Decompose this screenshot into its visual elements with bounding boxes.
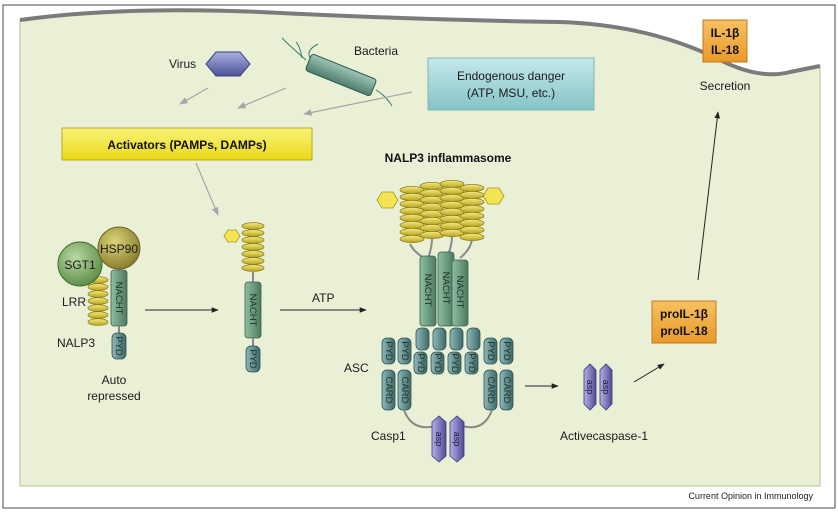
bacteria-icon bbox=[281, 37, 393, 107]
sgt1-chaperone bbox=[57, 241, 103, 287]
virus-icon bbox=[205, 51, 251, 77]
active-caspase-asp-1 bbox=[583, 363, 597, 411]
inflammasome-nacht-label-1: NACHT bbox=[422, 274, 433, 307]
inflammasome-nacht-label-2: NACHT bbox=[440, 272, 451, 305]
inflammasome-nalp3-pyd-2 bbox=[432, 327, 447, 351]
endogenous-danger-box bbox=[427, 57, 595, 111]
asc-card-label-2: CARD bbox=[399, 377, 410, 404]
casp1-asp-domain-2 bbox=[449, 415, 465, 463]
inflammasome-nacht-label-3: NACHT bbox=[454, 276, 465, 309]
mature-cytokines-box bbox=[702, 19, 748, 63]
active-nalp3-pyd-domain bbox=[245, 345, 261, 373]
asc-pyd-label-1: PYD bbox=[383, 341, 394, 361]
asc-pyd-4 bbox=[430, 351, 445, 375]
asc-label: ASC bbox=[344, 361, 369, 375]
bacteria-label: Bacteria bbox=[354, 44, 398, 58]
endogenous-danger-title: Endogenous danger bbox=[457, 69, 565, 83]
inflammasome-linkers bbox=[409, 235, 473, 259]
casp1-label: Casp1 bbox=[371, 429, 406, 443]
asc-pyd-8 bbox=[499, 337, 514, 365]
inflammasome-lrr-cluster bbox=[399, 179, 485, 243]
inflammasome-nacht-1 bbox=[419, 255, 437, 327]
nalp3-inflammasome-title: NALP3 inflammasome bbox=[385, 151, 512, 165]
nalp3-nacht-label: NACHT bbox=[113, 282, 124, 315]
inflammasome-nalp3-pyd-4 bbox=[466, 327, 481, 351]
activators-box bbox=[61, 127, 313, 161]
inflammasome-ligand-left bbox=[376, 191, 399, 209]
asc-pyd-label-7: PYD bbox=[485, 341, 496, 361]
casp1-asp-label-1: asp bbox=[434, 432, 444, 447]
nalp3-label: NALP3 bbox=[57, 336, 95, 350]
asc-pyd-6 bbox=[464, 351, 479, 375]
asc-pyd-1 bbox=[381, 337, 396, 365]
auto-repressed-label-line2: repressed bbox=[87, 389, 140, 403]
inflammasome-nacht-3 bbox=[451, 259, 469, 327]
inflammasome-nalp3-pyd-1 bbox=[415, 327, 430, 351]
arrow-endogenous-to-activators bbox=[303, 91, 413, 116]
secretion-label: Secretion bbox=[700, 79, 751, 93]
journal-credit: Current Opinion in Immunology bbox=[688, 491, 813, 501]
nalp3-pyd-label: PYD bbox=[113, 336, 124, 356]
active-nalp3-nacht-label: NACHT bbox=[247, 294, 258, 327]
proil18-label: proIL-18 bbox=[660, 324, 708, 338]
asc-pyd-2 bbox=[397, 337, 412, 365]
casp1-asp-domain-1 bbox=[431, 415, 447, 463]
asc-pyd-3 bbox=[413, 351, 428, 375]
arrow-bacteria-to-activators bbox=[237, 87, 287, 109]
asc-pyd-label-5: PYD bbox=[449, 353, 460, 373]
asc-card-3 bbox=[483, 369, 498, 411]
active-caspase-asp-label-1: asp bbox=[585, 380, 595, 395]
asc-pyd-7 bbox=[483, 337, 498, 365]
asc-pyd-label-8: PYD bbox=[501, 341, 512, 361]
active-caspase-asp-label-2: asp bbox=[601, 380, 611, 395]
proil1b-label: proIL-1β bbox=[660, 307, 708, 321]
arrow-to-secretion bbox=[697, 111, 721, 281]
il18-label: IL-18 bbox=[711, 43, 739, 57]
inflammasome-ligand-right bbox=[482, 187, 505, 205]
hsp90-chaperone bbox=[97, 226, 141, 270]
endogenous-danger-examples: (ATP, MSU, etc.) bbox=[467, 86, 555, 100]
asc-card-1 bbox=[381, 369, 396, 411]
asc-card-label-3: CARD bbox=[485, 377, 496, 404]
asc-card-label-4: CARD bbox=[501, 377, 512, 404]
pro-cytokines-box bbox=[651, 300, 717, 344]
asc-pyd-5 bbox=[447, 351, 462, 375]
asc-pyd-label-4: PYD bbox=[432, 353, 443, 373]
activators-label: Activators (PAMPs, DAMPs) bbox=[107, 138, 266, 152]
asc-card-label-1: CARD bbox=[383, 377, 394, 404]
il1b-label: IL-1β bbox=[711, 26, 740, 40]
activator-ligand bbox=[223, 229, 241, 243]
hsp90-label: HSP90 bbox=[100, 242, 138, 256]
asc-pyd-label-3: PYD bbox=[415, 353, 426, 373]
casp1-asp-label-2: asp bbox=[452, 432, 462, 447]
virus-label: Virus bbox=[169, 57, 196, 71]
sgt1-label: SGT1 bbox=[64, 258, 96, 272]
lrr-label: LRR bbox=[62, 295, 86, 309]
nalp3-pyd-domain bbox=[111, 332, 127, 360]
active-caspase-label: Activecaspase-1 bbox=[560, 429, 648, 443]
auto-repressed-label-line1: Auto bbox=[102, 373, 127, 387]
arrow-activators-to-nalp3 bbox=[195, 162, 219, 216]
active-caspase-asp-2 bbox=[599, 363, 613, 411]
inflammasome-nalp3-pyd-3 bbox=[449, 327, 464, 351]
arrow-virus-to-activators bbox=[179, 87, 209, 105]
casp1-linker-right bbox=[461, 409, 493, 429]
asc-card-4 bbox=[499, 369, 514, 411]
asc-pyd-label-2: PYD bbox=[399, 341, 410, 361]
active-nalp3-pyd-label: PYD bbox=[247, 349, 258, 369]
asc-pyd-label-6: PYD bbox=[466, 353, 477, 373]
active-nalp3-lrr-domain bbox=[241, 222, 265, 272]
arrow-to-pro-cytokines bbox=[633, 363, 665, 383]
atp-label: ATP bbox=[312, 291, 334, 305]
